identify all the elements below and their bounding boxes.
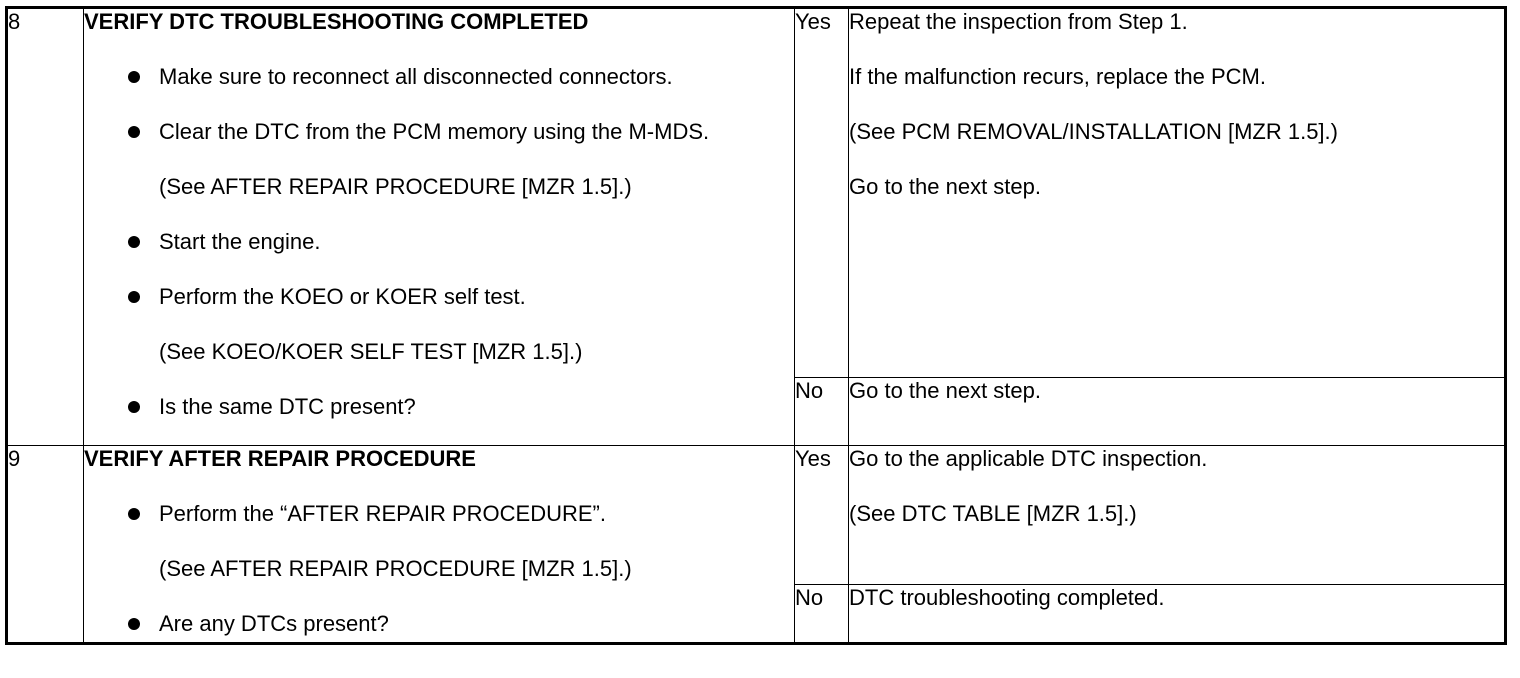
troubleshooting-table: 8 VERIFY DTC TROUBLESHOOTING COMPLETED M… xyxy=(5,6,1507,645)
result-reference-link[interactable]: (See DTC TABLE [MZR 1.5].) xyxy=(849,501,1137,526)
action-reference-note: (See KOEO/KOER SELF TEST [MZR 1.5].) xyxy=(159,339,583,364)
action-question: Are any DTCs present? xyxy=(159,611,389,636)
action-text: Perform the KOEO or KOER self test. xyxy=(159,284,526,309)
bullet-icon xyxy=(128,236,140,248)
no-label: No xyxy=(794,584,849,644)
result-reference-link[interactable]: (See PCM REMOVAL/INSTALLATION [MZR 1.5].… xyxy=(849,119,1338,144)
step-row-no: No Go to the next step. xyxy=(7,377,1506,446)
no-result: DTC troubleshooting completed. xyxy=(848,584,1506,644)
yes-result: Go to the applicable DTC inspection. (Se… xyxy=(848,444,1506,586)
step-number: 9 xyxy=(6,445,84,644)
action-text: Clear the DTC from the PCM memory using … xyxy=(159,119,710,144)
action-item: Clear the DTC from the PCM memory using … xyxy=(84,119,794,200)
yes-label: Yes xyxy=(794,444,849,586)
action-reference-note: (See AFTER REPAIR PROCEDURE [MZR 1.5].) xyxy=(159,174,632,199)
step-title: VERIFY AFTER REPAIR PROCEDURE xyxy=(84,446,476,471)
bullet-icon xyxy=(128,126,140,138)
action-text: Start the engine. xyxy=(159,229,321,254)
step-action: VERIFY DTC TROUBLESHOOTING COMPLETED Mak… xyxy=(83,7,795,446)
bullet-icon xyxy=(128,71,140,83)
action-reference-note: (See AFTER REPAIR PROCEDURE [MZR 1.5].) xyxy=(159,556,632,581)
yes-label: Yes xyxy=(794,7,849,378)
step-row: 8 VERIFY DTC TROUBLESHOOTING COMPLETED M… xyxy=(6,7,1506,446)
action-list: Perform the “AFTER REPAIR PROCEDURE”. (S… xyxy=(84,501,794,637)
action-list: Make sure to reconnect all disconnected … xyxy=(84,64,794,420)
action-question: Is the same DTC present? xyxy=(159,394,416,419)
action-text: Perform the “AFTER REPAIR PROCEDURE”. xyxy=(159,501,606,526)
action-text: Make sure to reconnect all disconnected … xyxy=(159,64,673,89)
step-row-no: No DTC troubleshooting completed. xyxy=(7,584,1506,644)
bullet-icon xyxy=(128,401,140,413)
no-result: Go to the next step. xyxy=(848,377,1506,446)
result-line: Go to the next step. xyxy=(849,378,1042,403)
bullet-icon xyxy=(128,291,140,303)
result-line: Go to the next step. xyxy=(849,174,1042,199)
action-item: Make sure to reconnect all disconnected … xyxy=(84,64,794,90)
action-item: Start the engine. xyxy=(84,229,794,255)
action-item: Perform the KOEO or KOER self test. (See… xyxy=(84,284,794,365)
result-line: Repeat the inspection from Step 1. xyxy=(849,9,1188,34)
no-label: No xyxy=(794,377,849,446)
result-line: Go to the applicable DTC inspection. xyxy=(849,446,1208,471)
bullet-icon xyxy=(128,508,140,520)
yes-result: Repeat the inspection from Step 1. If th… xyxy=(848,7,1506,378)
action-item: Are any DTCs present? xyxy=(84,611,794,637)
result-line: DTC troubleshooting completed. xyxy=(849,585,1165,611)
step-title: VERIFY DTC TROUBLESHOOTING COMPLETED xyxy=(84,9,589,34)
step-action: VERIFY AFTER REPAIR PROCEDURE Perform th… xyxy=(83,445,795,644)
step-number: 8 xyxy=(6,7,84,446)
action-item: Is the same DTC present? xyxy=(84,394,794,420)
result-line: If the malfunction recurs, replace the P… xyxy=(849,64,1266,89)
step-row: 9 VERIFY AFTER REPAIR PROCEDURE Perform … xyxy=(6,444,1506,644)
bullet-icon xyxy=(128,618,140,630)
action-item: Perform the “AFTER REPAIR PROCEDURE”. (S… xyxy=(84,501,794,582)
